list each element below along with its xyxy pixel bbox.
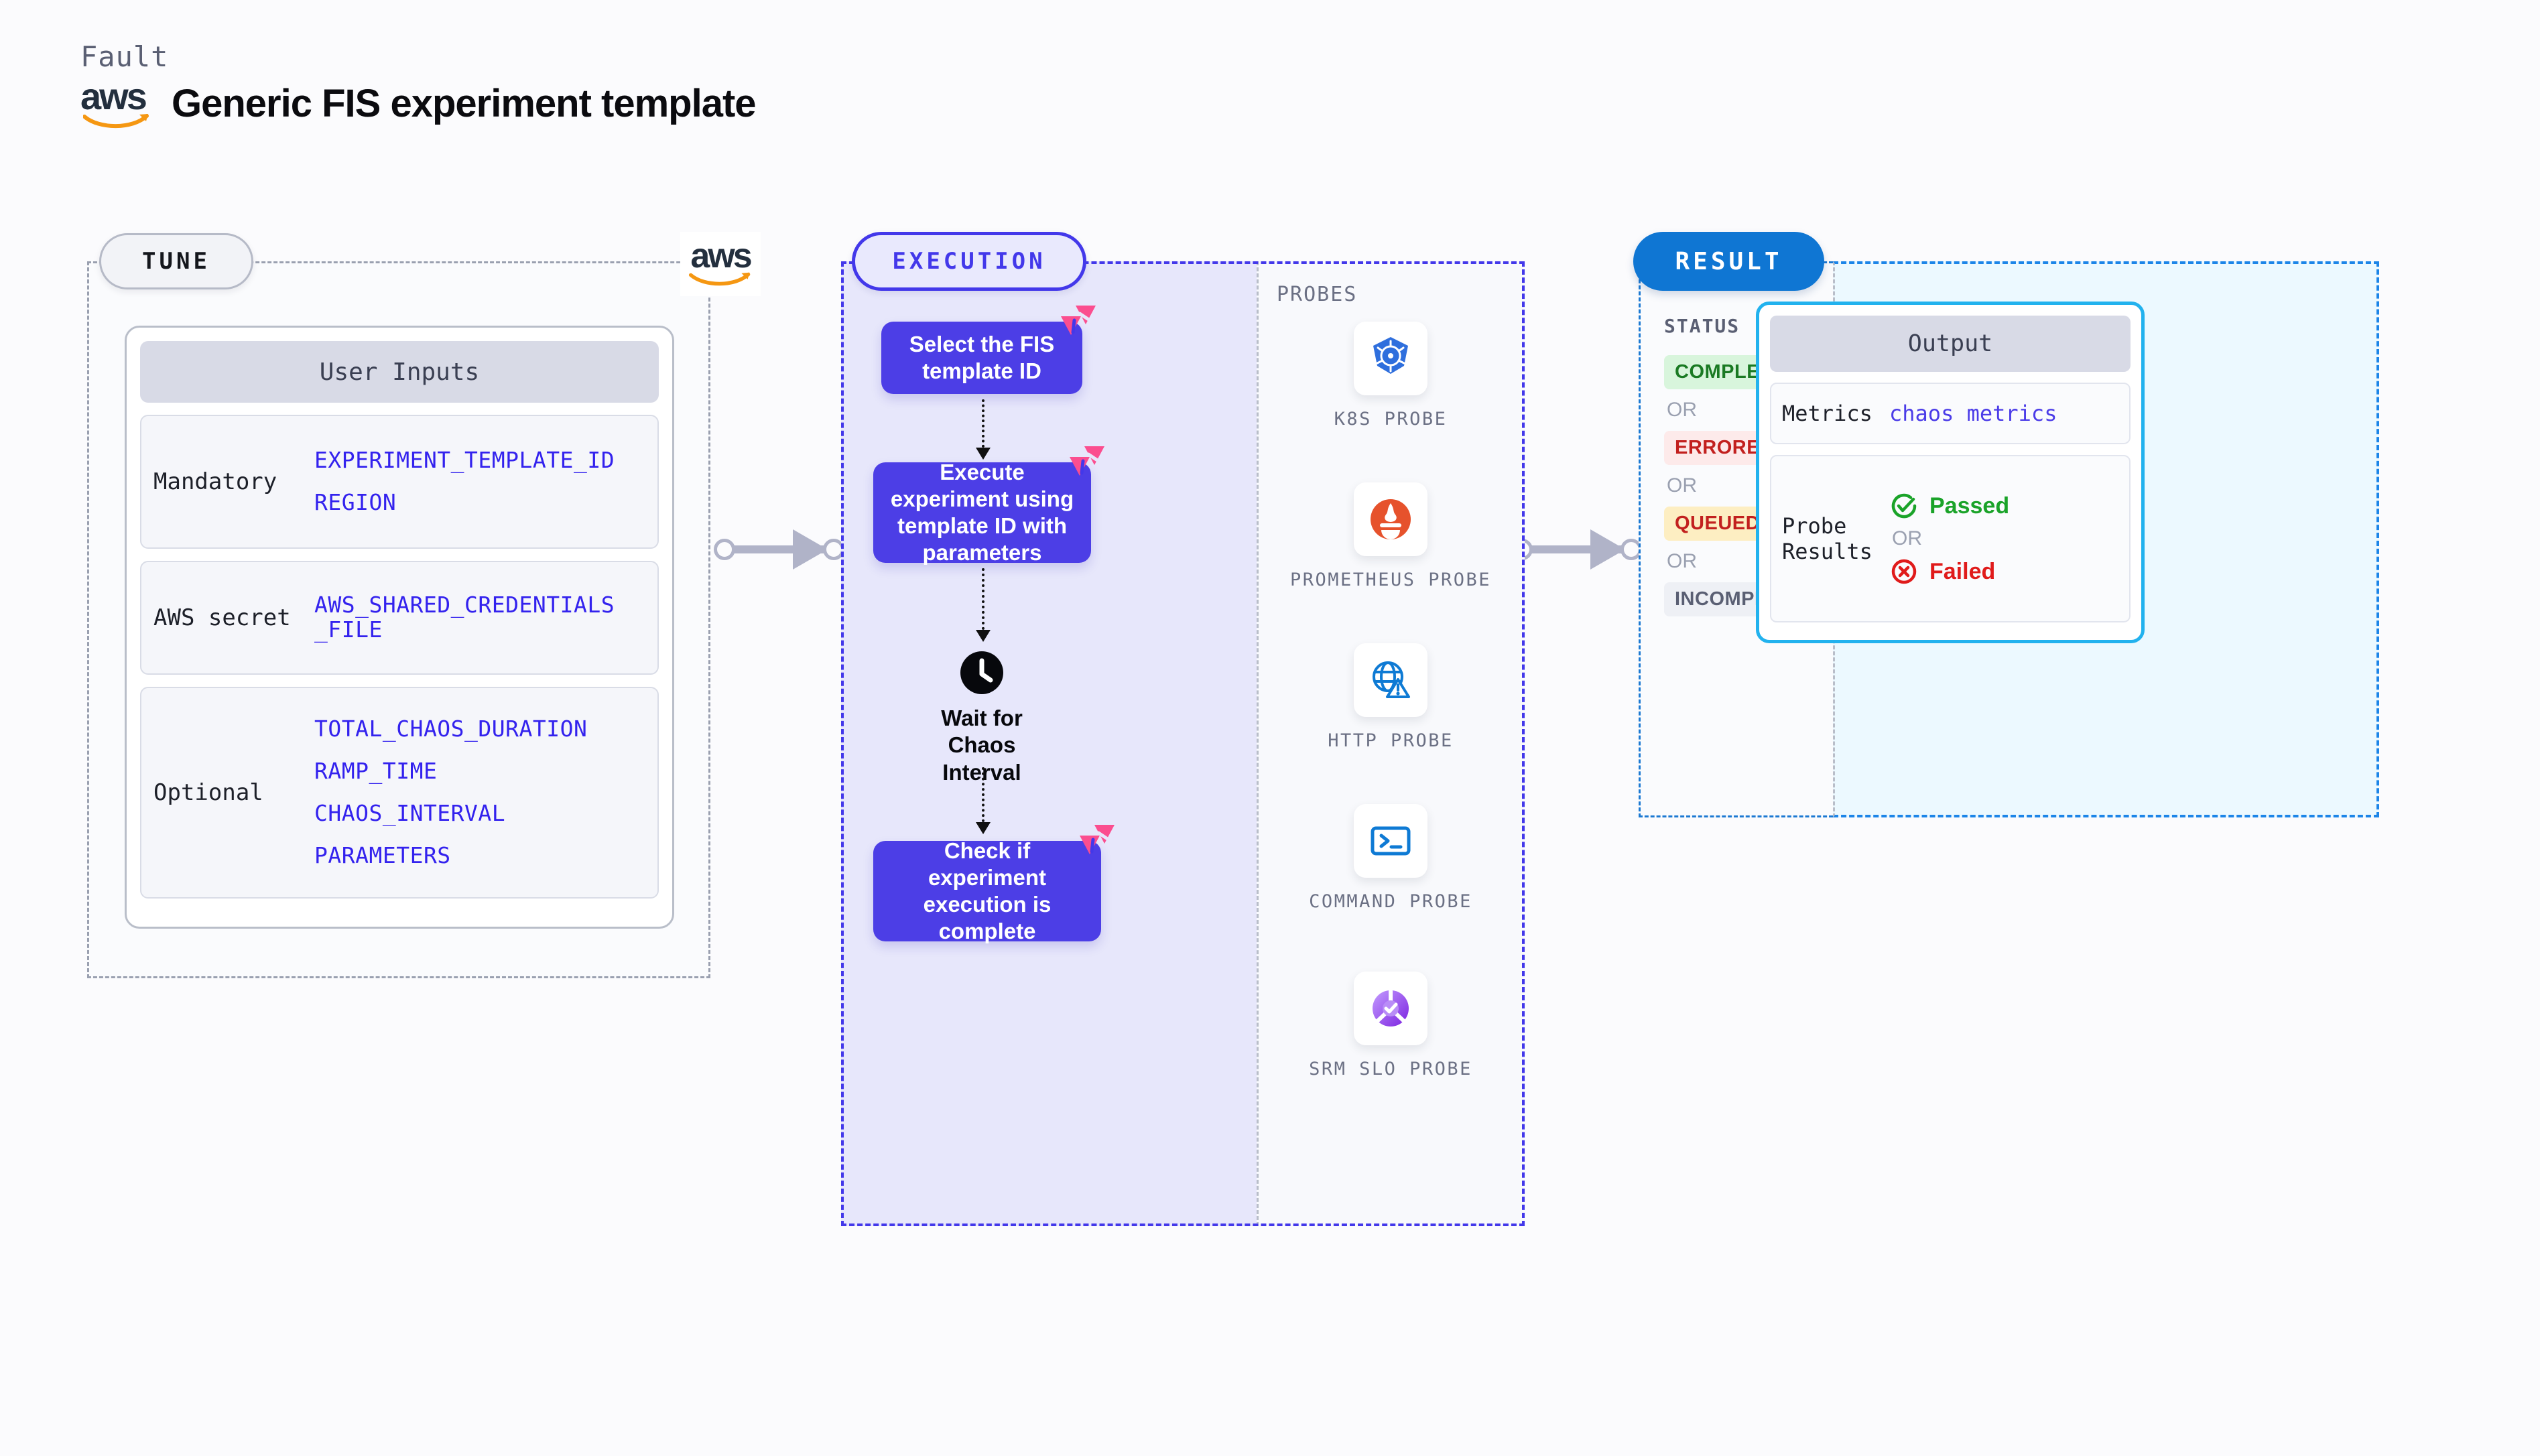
flow-arrow xyxy=(976,568,991,642)
probes-label: PROBES xyxy=(1277,283,1358,306)
aws-smile-icon xyxy=(83,114,149,129)
flow-step-label: Select the FIS template ID xyxy=(909,331,1055,383)
probe-label: K8S PROBE xyxy=(1334,409,1448,429)
probe-label: COMMAND PROBE xyxy=(1309,891,1472,912)
probe-item-command[interactable]: COMMAND PROBE xyxy=(1257,804,1525,913)
probe-item-prometheus[interactable]: PROMETHEUS PROBE xyxy=(1257,482,1525,592)
output-title: Output xyxy=(1770,316,2131,372)
page-title: Generic FIS experiment template xyxy=(172,81,757,125)
execution-flow-panel xyxy=(841,261,1257,1226)
status-badge-queued: QUEUED xyxy=(1664,507,1771,541)
user-inputs-title: User Inputs xyxy=(140,341,659,403)
check-circle-icon xyxy=(1891,493,1917,519)
litmus-icon xyxy=(1070,446,1104,476)
metrics-label: Metrics xyxy=(1782,400,1872,426)
input-value: TOTAL_CHAOS_DURATION xyxy=(314,716,588,742)
passed-label: Passed xyxy=(1929,492,2010,519)
x-circle-icon xyxy=(1891,559,1917,584)
flow-arrow xyxy=(976,767,991,834)
probes-panel xyxy=(1257,261,1525,1226)
aws-badge-smile-icon xyxy=(688,272,751,286)
input-value: PARAMETERS xyxy=(314,842,451,868)
aws-badge-wordmark: aws xyxy=(690,237,752,275)
output-row-metrics: Metrics chaos metrics xyxy=(1770,383,2131,444)
user-inputs-card: User Inputs Mandatory EXPERIMENT_TEMPLAT… xyxy=(125,326,674,929)
probe-item-srm-slo[interactable]: SRM SLO PROBE xyxy=(1257,972,1525,1081)
input-row-aws-secret: AWS secret AWS_SHARED_CREDENTIALS _FILE xyxy=(140,561,659,675)
or-label: OR xyxy=(1667,474,1697,497)
srm-slo-icon xyxy=(1354,972,1427,1045)
aws-wordmark: aws xyxy=(80,75,147,117)
execution-badge[interactable]: EXECUTION xyxy=(852,232,1086,291)
aws-logo: aws xyxy=(80,75,154,129)
probe-label: HTTP PROBE xyxy=(1328,730,1454,751)
input-value: CHAOS_INTERVAL xyxy=(314,800,506,826)
flow-step-label: Wait for Chaos Interval xyxy=(941,706,1023,785)
output-card: Output Metrics chaos metrics Probe Resul… xyxy=(1756,302,2145,643)
connector-execution-to-result xyxy=(1511,529,1642,570)
flow-step-check-complete[interactable]: Check if experiment execution is complet… xyxy=(873,825,1115,943)
litmus-icon xyxy=(1061,306,1096,335)
flow-step-select-template[interactable]: Select the FIS template ID xyxy=(881,306,1096,394)
probe-label: SRM SLO PROBE xyxy=(1309,1059,1472,1079)
failed-label: Failed xyxy=(1929,558,1996,584)
probe-label: PROMETHEUS PROBE xyxy=(1289,570,1492,590)
aws-badge-icon: aws xyxy=(680,232,761,296)
or-label: OR xyxy=(1892,527,1922,549)
metrics-value: chaos metrics xyxy=(1889,401,2057,426)
flow-step-label: Check if experiment execution is complet… xyxy=(923,838,1052,944)
status-label: STATUS xyxy=(1664,315,1740,337)
input-row-label: Mandatory xyxy=(153,468,277,495)
probe-results-label: Probe Results xyxy=(1782,513,1872,564)
probe-item-http[interactable]: HTTP PROBE xyxy=(1257,643,1525,752)
header-eyebrow: Fault xyxy=(80,40,169,73)
flow-step-label: Execute experiment using template ID wit… xyxy=(890,459,1074,566)
input-row-optional: Optional TOTAL_CHAOS_DURATION RAMP_TIME … xyxy=(140,687,659,899)
result-badge[interactable]: RESULT xyxy=(1633,232,1824,291)
probe-result-passed: Passed xyxy=(1889,491,2009,521)
input-value: REGION xyxy=(314,489,397,515)
input-row-mandatory: Mandatory EXPERIMENT_TEMPLATE_ID REGION xyxy=(140,415,659,549)
input-row-label: AWS secret xyxy=(153,604,291,631)
litmus-icon xyxy=(1080,825,1115,854)
input-value: AWS_SHARED_CREDENTIALS _FILE xyxy=(314,592,615,643)
input-value: EXPERIMENT_TEMPLATE_ID xyxy=(314,447,615,474)
result-region: RESULT STATUS COMPLETED OR ERRORED OR QU… xyxy=(1633,232,2379,817)
connector-tune-to-execution xyxy=(714,529,844,570)
tune-badge[interactable]: TUNE xyxy=(99,233,253,289)
output-row-probe-results: Probe Results Passed OR xyxy=(1770,455,2131,622)
page-header: Fault aws Generic FIS experiment templat… xyxy=(80,40,757,129)
input-value: RAMP_TIME xyxy=(314,758,438,785)
or-label: OR xyxy=(1667,399,1697,421)
execution-boundary xyxy=(841,261,1525,1226)
tune-region: TUNE aws User Inputs Mandatory EXPERIMEN… xyxy=(87,232,761,978)
clock-icon xyxy=(960,651,1003,694)
flow-arrow xyxy=(976,399,991,460)
input-row-label: Optional xyxy=(153,779,263,806)
or-label: OR xyxy=(1667,550,1697,572)
probes-list: K8S PROBE PROMETHEUS PROBE xyxy=(1257,261,1525,1226)
terminal-icon xyxy=(1354,804,1427,878)
kubernetes-icon xyxy=(1354,322,1427,395)
prometheus-icon xyxy=(1354,482,1427,556)
flow-step-execute-experiment[interactable]: Execute experiment using template ID wit… xyxy=(873,446,1104,565)
execution-flow: Select the FIS template ID Execute exper… xyxy=(841,261,1257,1226)
flow-step-wait-interval: Wait for Chaos Interval xyxy=(915,650,1049,786)
execution-region: EXECUTION PROBES Select the FIS template… xyxy=(841,232,1525,1226)
probe-result-failed: Failed xyxy=(1889,557,2009,586)
http-globe-warning-icon xyxy=(1354,643,1427,717)
probe-item-k8s[interactable]: K8S PROBE xyxy=(1257,322,1525,431)
